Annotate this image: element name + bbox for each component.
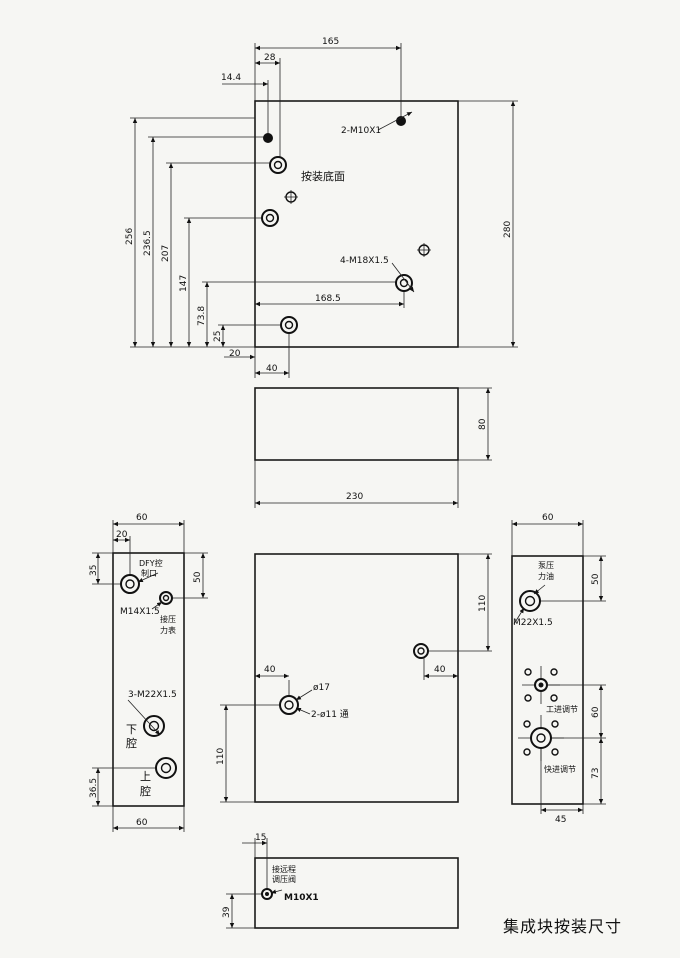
- dim-right-73: 73: [591, 768, 601, 779]
- dim-right-50: 50: [591, 573, 601, 585]
- label-dfy-2: 制口: [141, 568, 157, 578]
- label-m22-right: M22X1.5: [513, 618, 553, 628]
- dim-right-45: 45: [555, 815, 566, 825]
- m10-hole-1: [396, 116, 406, 126]
- label-m18: 4-M18X1.5: [340, 256, 389, 266]
- label-m14: M14X1.5: [120, 607, 160, 617]
- dim-20: 20: [229, 349, 241, 359]
- through-hole-2: [279, 695, 299, 715]
- dim-right-60-v: 60: [591, 706, 601, 718]
- label-dfy-1: DFY控: [139, 558, 163, 568]
- label-install-surface: 按装底面: [301, 169, 345, 183]
- label-phi17: ø17: [313, 683, 330, 693]
- label-m22: 3-M22X1.5: [128, 690, 177, 700]
- dim-168-5: 168.5: [315, 294, 341, 304]
- left-view: 60 20 35 50 DFY控 制口 M14X1.5 接压 力表 3-M22X…: [89, 513, 208, 832]
- label-fast-adjust: 快进调节: [544, 764, 576, 774]
- dim-256: 256: [125, 228, 135, 245]
- through-hole-1: [413, 643, 429, 659]
- dim-147: 147: [179, 275, 189, 292]
- dim-center-40-left: 40: [264, 665, 276, 675]
- remote-port: [261, 888, 273, 900]
- dim-left-35: 35: [89, 565, 99, 576]
- dim-280: 280: [503, 221, 513, 238]
- dim-center-40-right: 40: [434, 665, 446, 675]
- dfy-port: [120, 574, 140, 594]
- pin-hole-1: [284, 190, 298, 204]
- dim-bottom-15: 15: [255, 833, 266, 843]
- port-hole-1: [269, 156, 287, 174]
- left-view-outline: [112, 552, 185, 807]
- dim-14-4: 14.4: [221, 73, 241, 83]
- label-gauge-1: 接压: [160, 614, 176, 624]
- pin-hole-2: [417, 243, 431, 257]
- label-remote-1: 接远程: [272, 864, 296, 874]
- center-view: 110 40 40 ø17 2-ø11 通 110: [216, 553, 492, 803]
- dim-left-50: 50: [193, 571, 203, 583]
- dim-236-5: 236.5: [143, 230, 153, 256]
- label-pump-1: 泵压: [538, 561, 554, 570]
- dim-25: 25: [213, 331, 223, 342]
- m10-hole-2: [263, 133, 273, 143]
- gauge-port: [159, 591, 173, 605]
- drawing-caption: 集成块按装尺寸: [503, 917, 623, 936]
- bottom-view-outline: [254, 857, 459, 929]
- label-remote-2: 调压阀: [272, 875, 296, 884]
- front-view: 80 230: [254, 387, 492, 508]
- dim-center-110-right: 110: [478, 595, 488, 612]
- label-lower-1: 下: [126, 723, 137, 736]
- right-view: 60 泵压 力油 50 M22X1.5 工进调节 60 快进调节 73 45: [511, 513, 606, 825]
- label-phi11: 2-ø11 通: [311, 709, 349, 720]
- dim-40: 40: [266, 364, 278, 374]
- port-hole-4: [280, 316, 298, 334]
- dim-center-110-left: 110: [216, 748, 226, 765]
- dim-left-20: 20: [116, 530, 128, 540]
- top-view-outline: [254, 100, 459, 348]
- label-m10: 2-M10X1: [341, 126, 381, 136]
- dim-left-60-top: 60: [136, 513, 148, 523]
- front-view-outline: [254, 387, 459, 461]
- port-hole-2: [261, 209, 279, 227]
- dim-bottom-39: 39: [222, 906, 232, 918]
- label-lower-2: 腔: [126, 736, 137, 750]
- fast-feed-valve: [518, 715, 564, 761]
- top-view: 165 28 14.4 2-M10X1 按装底面 4-M18X1.5 168.5…: [125, 37, 518, 378]
- label-work-adjust: 工进调节: [546, 705, 578, 714]
- label-m10-bottom: M10X1: [284, 893, 319, 903]
- dim-right-60: 60: [542, 513, 554, 523]
- dim-left-36-5: 36.5: [89, 778, 99, 798]
- label-gauge-2: 力表: [160, 625, 176, 635]
- dim-28: 28: [264, 53, 276, 63]
- center-view-outline: [254, 553, 459, 803]
- work-feed-valve: [522, 666, 560, 704]
- dim-230: 230: [346, 492, 363, 502]
- dim-165: 165: [322, 37, 339, 47]
- right-view-outline: [511, 555, 584, 805]
- port-hole-3: [395, 274, 413, 292]
- dim-80: 80: [478, 418, 488, 430]
- label-pump-2: 力油: [538, 571, 554, 581]
- label-upper-1: 上: [140, 770, 151, 783]
- lower-chamber-port: [143, 715, 165, 737]
- dim-207: 207: [161, 245, 171, 262]
- dim-left-60-bottom: 60: [136, 818, 148, 828]
- dim-73-8: 73.8: [197, 306, 207, 326]
- pump-port: [519, 590, 541, 612]
- label-upper-2: 腔: [140, 784, 151, 798]
- bottom-view: 15 接远程 调压阀 M10X1 39: [222, 833, 459, 929]
- upper-chamber-port: [155, 757, 177, 779]
